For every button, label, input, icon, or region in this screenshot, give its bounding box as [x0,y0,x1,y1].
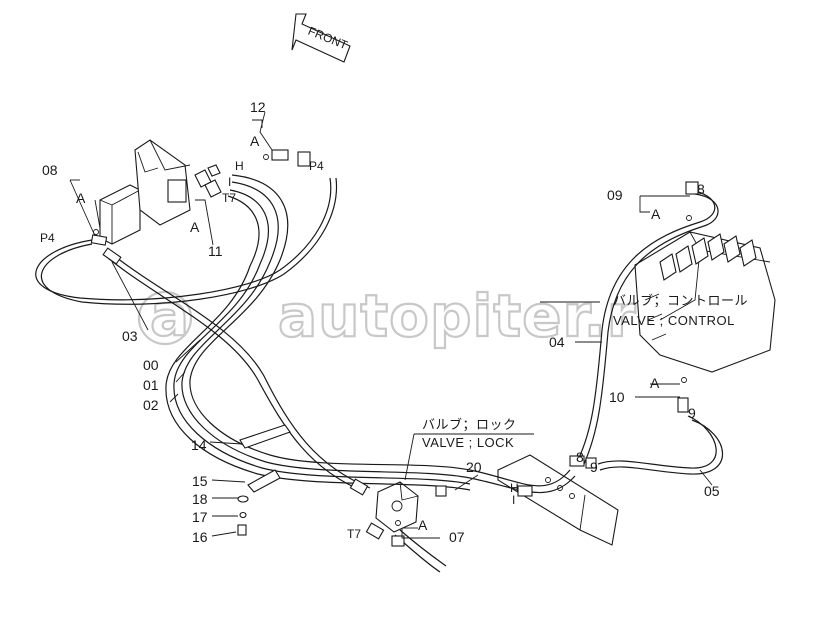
callout-14: 14 [191,437,207,453]
callout-03: 03 [122,328,138,344]
pilot-valve-left [99,139,222,245]
watermark: a autopiter.ru [137,280,679,351]
fittings [90,149,699,547]
callout-07: 07 [449,529,465,545]
valve-control-jp-label: バルブ；コントロール [613,293,748,309]
mounting-bracket [497,454,619,546]
port-label-p4-right: P4 [309,159,324,173]
callout-02: 02 [143,397,159,413]
callout-04: 04 [549,334,565,350]
callout-17: 17 [192,509,208,525]
control-valve [634,231,776,373]
detail-markers [93,154,692,526]
callout-18: 18 [192,491,208,507]
callout-20: 20 [466,459,482,475]
watermark-logo-glyph: a [150,281,190,349]
port-label-t7-top: T7 [222,191,236,205]
front-arrow-icon: FRONT [291,13,351,63]
callout-16: 16 [192,529,208,545]
port-label-h-low: H [510,481,519,495]
port-label-h-top: H [235,159,244,173]
clamp-parts [237,424,291,536]
detail-letter-a-09: A [651,206,661,222]
callout-01: 01 [143,377,159,393]
callout-9-low: 9 [590,459,598,475]
valve-lock-en-label: VALVE ; LOCK [422,435,514,450]
detail-letter-a-07: A [418,517,428,533]
port-label-t7-low: T7 [347,527,361,541]
detail-letter-a-12: A [250,133,260,149]
valve-lock-jp-label: バルブ；ロック [422,417,517,433]
detail-letter-a-10: A [650,375,660,391]
valve-control-en-label: VALVE ; CONTROL [613,313,735,328]
port-label-p4-left: P4 [40,231,55,245]
leader-lines [69,111,713,539]
callout-09: 09 [607,187,623,203]
callout-9-mid: 9 [688,405,696,421]
port-label-i-low: I [512,493,515,507]
callout-8-top: 8 [697,181,705,197]
callout-05: 05 [704,483,720,499]
lock-valve [375,481,419,533]
callout-12: 12 [250,99,266,115]
port-label-i-top: I [228,175,231,189]
detail-letter-a-11: A [190,219,200,235]
callout-11: 11 [208,243,223,259]
callout-00: 00 [143,357,159,373]
callout-15: 15 [192,473,208,489]
callout-8-low: 8 [576,449,584,465]
callout-10: 10 [609,389,625,405]
callout-08: 08 [42,162,58,178]
detail-letter-a-08: A [76,190,86,206]
